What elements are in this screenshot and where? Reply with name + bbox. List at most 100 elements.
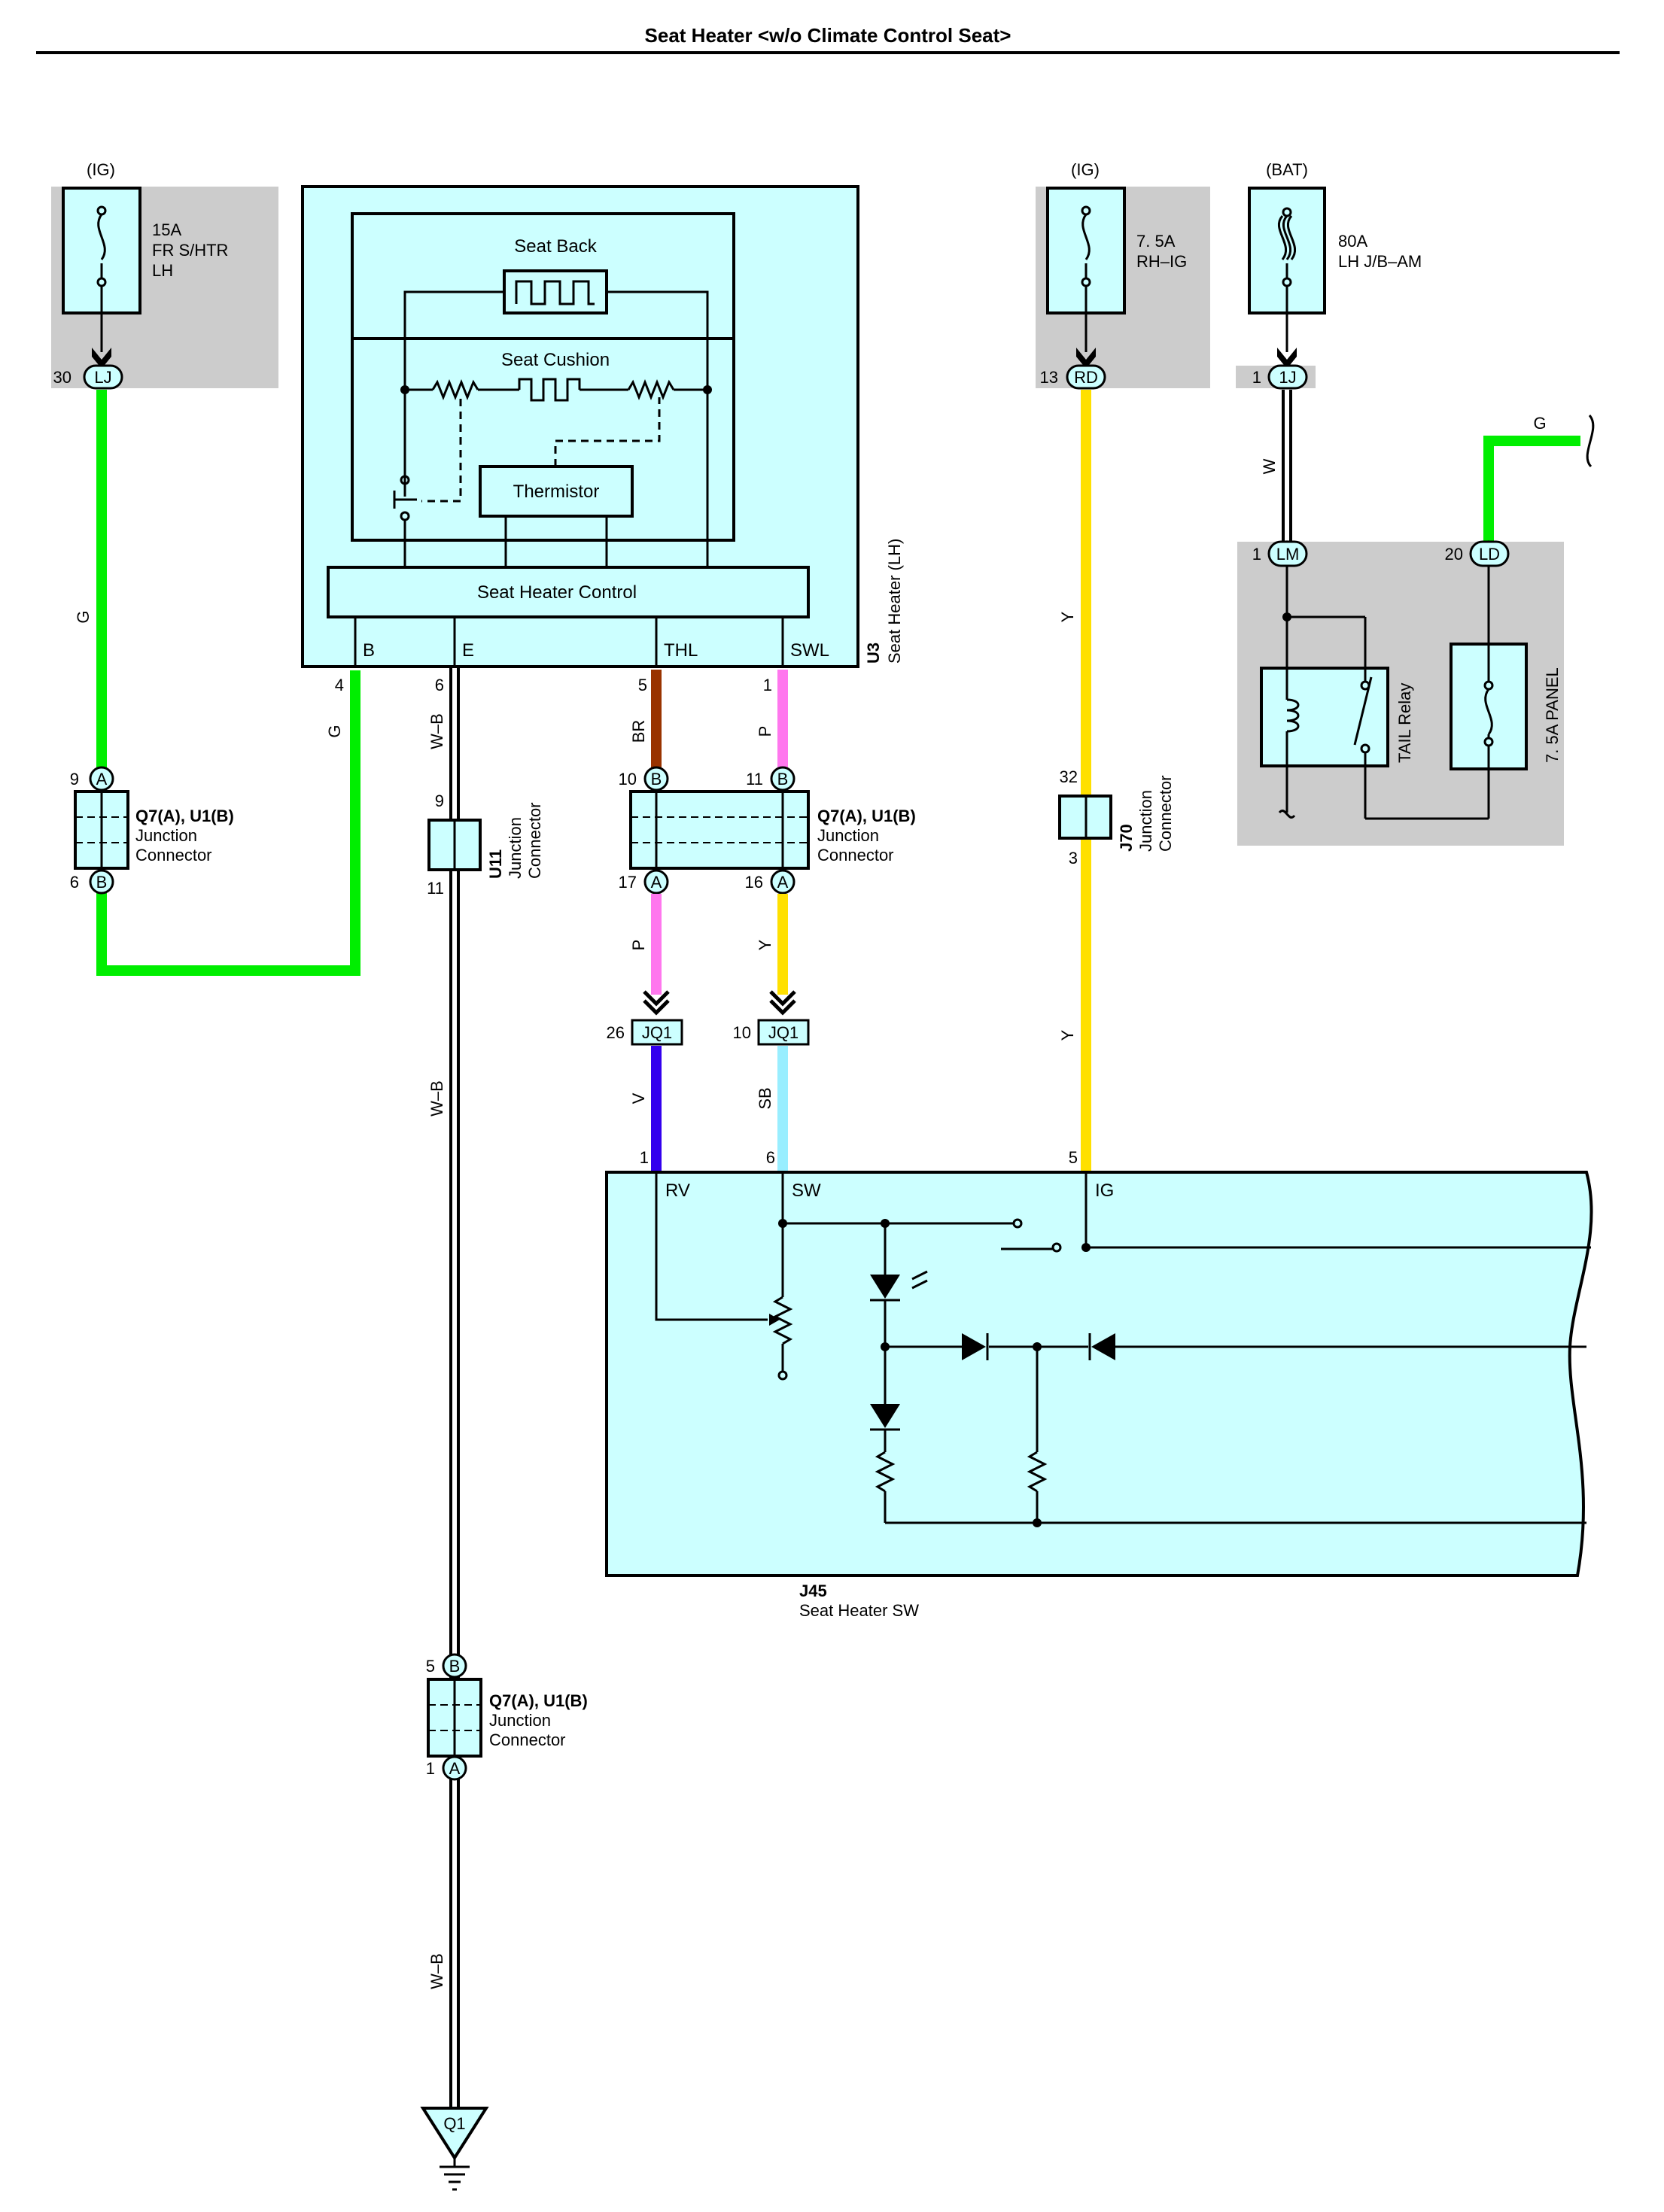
tail-relay-label: TAIL Relay: [1395, 683, 1414, 763]
jc-low-bottom-pin: 1: [426, 1759, 435, 1778]
tail-relay-body: [1260, 667, 1389, 767]
jc-left-title: Q7(A), U1(B): [135, 807, 234, 825]
switch-pin-sw: 6: [766, 1148, 775, 1167]
switch-code: J45: [799, 1582, 827, 1600]
fuse1-name-2: LH: [152, 261, 173, 280]
wire-label-wb2: W–B: [427, 1080, 446, 1117]
diode-left-icon: [962, 1333, 986, 1360]
ground-triangle: [420, 2107, 489, 2161]
jc-mid-pin-16-marker: [770, 869, 795, 895]
relay-panel: 1 LM 20 LD TAIL Relay: [1237, 540, 1564, 846]
jc-mid-body: [629, 790, 810, 870]
page-title: Seat Heater <w/o Climate Control Seat>: [645, 24, 1011, 47]
fuse-box-fr-shtr: (IG) 15A FR S/HTR LH 30 LJ: [51, 160, 278, 390]
jc-left-bottom-pin: 6: [70, 873, 79, 892]
seat-back-wire-right: [607, 290, 709, 390]
thermal-switch-link-dashed: [421, 399, 462, 503]
fuse1-connector: [83, 364, 123, 390]
wire-label-v: V: [629, 1092, 648, 1104]
terminal-thl: THL: [664, 640, 698, 661]
ground-icon: [440, 2158, 470, 2191]
j70-top-pin: 32: [1060, 767, 1078, 786]
jq1-b-body: [757, 1019, 810, 1046]
fuse1-source: (IG): [87, 160, 115, 179]
jc-mid-letter-10: B: [651, 770, 662, 788]
fuse3-pin: 1: [1252, 368, 1261, 387]
switch-terminal-rv: RV: [665, 1180, 690, 1201]
diode-right-icon: [1091, 1333, 1115, 1360]
jq1-a-pin: 26: [607, 1023, 625, 1042]
fuse1-name: FR S/HTR: [152, 241, 228, 260]
jc-mid-title: Q7(A), U1(B): [817, 807, 916, 825]
fuse2-pin: 13: [1040, 368, 1058, 387]
seat-heater-pin-e: 6: [435, 676, 444, 694]
switch-name: Seat Heater SW: [799, 1601, 919, 1620]
switch-pin-rv: 1: [640, 1148, 649, 1167]
wire-label-wb3: W–B: [427, 1953, 446, 1989]
junction-connector-u11: 9 11 U11 Junction Connector: [427, 792, 544, 898]
wire-label-y2: Y: [1058, 611, 1077, 622]
j70-code: J70: [1117, 824, 1136, 852]
jc-mid-letter-11: B: [777, 770, 789, 788]
jc-low-bottom-pin-marker: [442, 1755, 467, 1781]
fuse-box-lh-jb-am: (BAT) 80A LH J/B–AM 1 1J: [1236, 160, 1422, 390]
seat-heater-control-label: Seat Heater Control: [477, 582, 637, 603]
jc-left-top-letter: A: [96, 770, 108, 788]
terminal-e: E: [462, 640, 474, 661]
switch-node-sw: [778, 1219, 787, 1228]
fuse2-source: (IG): [1071, 160, 1100, 179]
jq1-b-chevron-icon: [769, 990, 796, 1016]
switch-node-ig: [1081, 1243, 1091, 1252]
switch-pin-ig: 5: [1069, 1148, 1078, 1167]
jq1-b-pin: 10: [733, 1023, 751, 1042]
tail-relay-circuit: [1278, 566, 1490, 820]
jq1-connector-a: 26 JQ1: [607, 990, 683, 1046]
seat-heater-switch: 1 6 5 RV SW IG: [605, 1148, 1593, 1620]
wire-label-g3: G: [1533, 414, 1546, 433]
fuse3-rating: 80A: [1338, 232, 1367, 251]
switch-node-mid-left: [881, 1342, 890, 1351]
jc-mid-line2: Connector: [817, 846, 894, 864]
j70-bottom-pin: 3: [1069, 849, 1078, 867]
conn-lm-label: LM: [1276, 545, 1300, 564]
wire-label-p1: P: [756, 726, 774, 737]
thermistor-link-dashed: [554, 397, 661, 466]
tail-relay-node: [1282, 612, 1291, 621]
fuse2-rating: 7. 5A: [1136, 232, 1176, 251]
fuse3-connector-label: 1J: [1279, 368, 1296, 387]
switch-node-led: [881, 1219, 890, 1228]
wire-g-right: [1483, 436, 1580, 545]
jc-mid-pin-17: 17: [619, 873, 637, 892]
wire-label-br: BR: [629, 720, 648, 743]
jc-mid-pin-17-marker: [643, 869, 669, 895]
u11-line1: Junction: [506, 817, 525, 879]
jc-left-bottom-letter: B: [96, 873, 108, 892]
fuse3-connector: [1267, 364, 1308, 390]
seat-back-label: Seat Back: [514, 236, 597, 257]
jc-low-top-pin-marker: [442, 1653, 467, 1679]
fuse-box-rh-ig: (IG) 7. 5A RH–IG 13 RD: [1036, 160, 1210, 390]
panel-fuse-label: 7. 5A PANEL: [1543, 667, 1562, 763]
jc-mid-pin-11: 11: [746, 770, 763, 788]
seat-heater-pin-b: 4: [335, 676, 344, 694]
fuse3-fusible-link-icon: [1277, 207, 1297, 352]
jc-mid-letter-16: A: [777, 873, 789, 892]
seat-cushion-node-right: [703, 385, 712, 394]
jc-mid-pin-16: 16: [745, 873, 763, 892]
seat-heater-name: Seat Heater (LH): [885, 539, 904, 664]
switch-internal-circuit: [655, 1172, 1591, 1524]
fuse2-connector-label: RD: [1074, 368, 1098, 387]
wire-g-left: [96, 390, 360, 976]
jc-left-line1: Junction: [135, 826, 197, 845]
wire-label-p2: P: [629, 940, 648, 951]
switch-terminal-ig: IG: [1095, 1180, 1114, 1201]
seat-back-wire-left: [403, 290, 504, 497]
seat-heater-component: Seat Back Seat Cushion Thermistor: [301, 185, 904, 694]
fuse2-fuse-icon: [1081, 205, 1091, 352]
j70-line2: Connector: [1156, 775, 1175, 852]
seat-heater-control-box: [327, 566, 810, 618]
conn-ld-label: LD: [1479, 545, 1500, 564]
seat-cushion-node-left: [400, 385, 409, 394]
wire-label-y3: Y: [1058, 1029, 1077, 1041]
switch-node-mid-right: [1033, 1342, 1042, 1351]
